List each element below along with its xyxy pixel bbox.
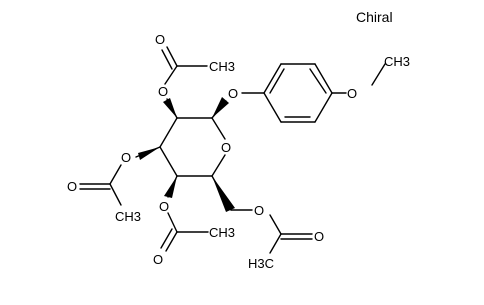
- wedge-c2-o2: [163, 98, 177, 118]
- atom-c3-acetyl-methyl: CH3: [115, 209, 141, 224]
- atom-c2-acetyl-methyl: CH3: [209, 59, 235, 74]
- wedge-c3-o3: [138, 147, 160, 160]
- atom-anomeric-oxygen: O: [228, 86, 238, 101]
- atom-c4-acetyl-methyl: CH3: [209, 225, 235, 240]
- wedge-c1-o1: [212, 97, 229, 118]
- bond-cc6-me6: [269, 233, 282, 254]
- bond-cc2-co2b: [161, 49, 173, 70]
- bond-ar-inner1: [269, 68, 285, 94]
- wedge-c4-o4: [164, 176, 177, 198]
- atom-aryl-ether-oxygen: O: [347, 86, 357, 101]
- atom-c3-carbonyl-oxygen: O: [67, 179, 77, 194]
- atom-c3-ester-oxygen: O: [121, 150, 131, 165]
- bond-ar6: [263, 92, 282, 123]
- bond-c5-o: [211, 154, 226, 177]
- atom-c6-ester-oxygen: O: [254, 203, 264, 218]
- bond-cc2-co2a: [166, 46, 178, 67]
- bond-cc3-me3: [109, 183, 122, 206]
- atom-c6-carbonyl-oxygen: O: [314, 229, 324, 244]
- atom-methoxy-methyl: CH3: [384, 54, 410, 69]
- atom-c4-ester-oxygen: O: [159, 199, 169, 214]
- bond-cc4-co4a: [165, 231, 178, 252]
- bond-ome-me: [371, 63, 386, 86]
- bond-o3-cc3: [109, 164, 122, 185]
- atom-c6-acetyl-methyl: H3C: [248, 256, 274, 271]
- bond-ar3: [314, 63, 333, 94]
- chiral-label: Chiral: [356, 9, 393, 25]
- bond-ar4: [314, 92, 333, 123]
- atom-c4-carbonyl-oxygen: O: [153, 252, 163, 267]
- bond-o-c1: [211, 117, 226, 140]
- bond-ar-inner2: [309, 68, 327, 94]
- wedge-c5-c6: [212, 176, 235, 212]
- bond-o2-cc2: [164, 65, 178, 85]
- bond-c2-c3: [159, 117, 178, 148]
- bond-o6-cc6: [269, 214, 282, 235]
- bond-c3-c4: [159, 146, 178, 177]
- bond-o4-cc4: [167, 212, 178, 233]
- bond-ar1: [263, 63, 282, 94]
- atom-ring-oxygen: O: [221, 140, 231, 155]
- atom-c2-ester-oxygen: O: [158, 84, 168, 99]
- bond-cc4-co4b: [160, 228, 173, 249]
- atom-c2-carbonyl-oxygen: O: [155, 32, 165, 47]
